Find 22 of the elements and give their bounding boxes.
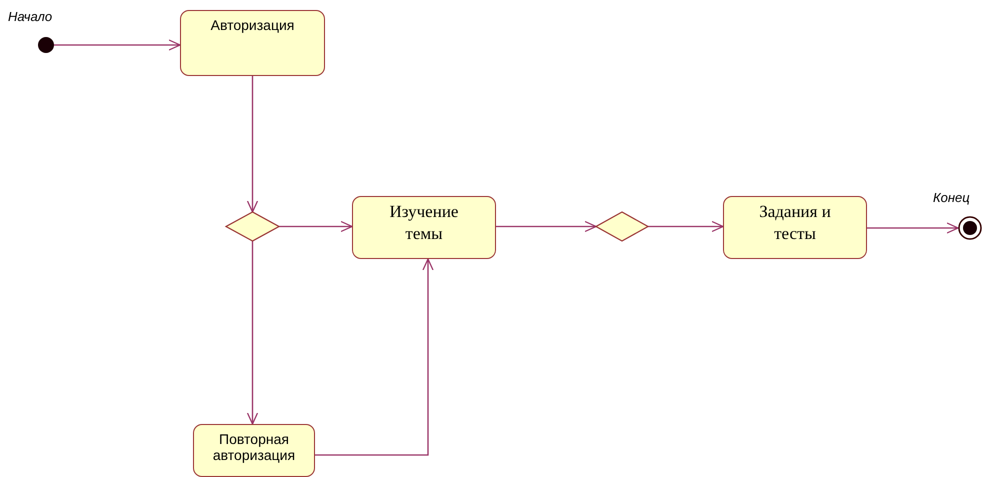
activity-label: Изучение темы	[388, 201, 460, 246]
activity-box	[723, 196, 867, 259]
node-caption: Конец	[933, 190, 970, 205]
activity-box	[180, 10, 325, 76]
arrow	[279, 220, 353, 232]
activity-box	[193, 424, 315, 477]
final-node	[958, 216, 982, 240]
arrow	[315, 258, 434, 456]
initial-node	[38, 37, 54, 53]
activity-label: Повторная авторизация	[212, 431, 296, 463]
decision-diamond	[226, 212, 279, 241]
arrow	[246, 76, 258, 213]
decision-diamond	[596, 212, 648, 241]
arrow	[54, 39, 181, 51]
arrow	[648, 220, 724, 232]
activity-label: Авторизация	[210, 17, 294, 33]
arrow	[867, 222, 959, 234]
arrow	[246, 241, 258, 425]
node-caption: Начало	[8, 9, 52, 24]
activity-box	[352, 196, 496, 259]
arrow	[496, 220, 597, 232]
activity-label: Задания и тесты	[758, 201, 832, 246]
